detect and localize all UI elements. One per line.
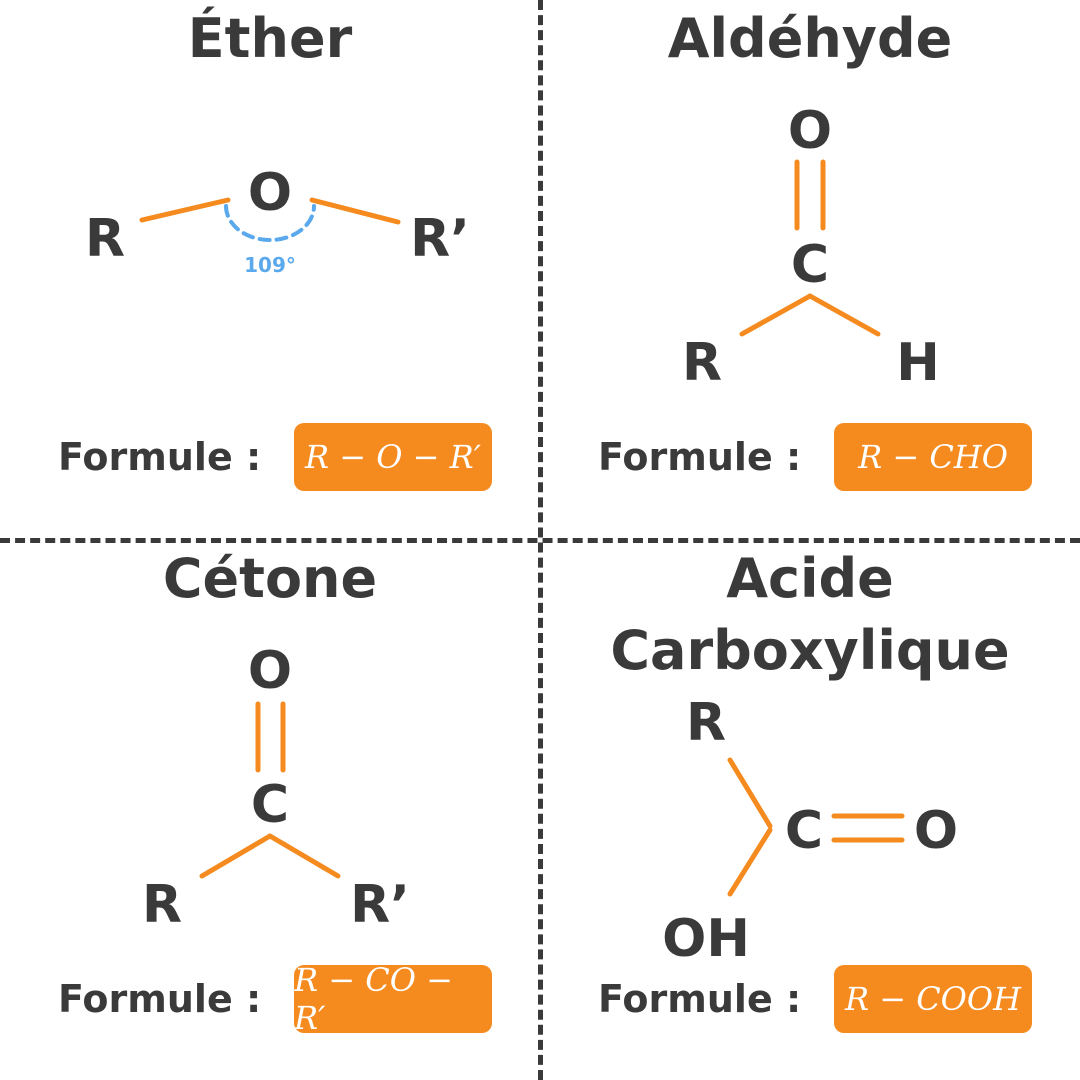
acide-atom-c: C <box>785 801 823 861</box>
ether-bond-left <box>139 197 231 223</box>
acide-atom-r: R <box>686 693 726 753</box>
acide-bond-r <box>727 757 773 829</box>
cetone-formula-label: Formule : <box>58 977 262 1021</box>
ether-formula-label: Formule : <box>58 435 262 479</box>
cetone-formula-badge: R − CO − R′ <box>294 961 492 1037</box>
cetone-bond-r <box>199 833 273 879</box>
ether-atom-r2: R’ <box>410 209 470 269</box>
aldehyde-atom-r: R <box>682 333 722 393</box>
aldehyde-atom-o: O <box>788 101 832 161</box>
ether-formula-badge: R − O − R′ <box>294 423 492 491</box>
aldehyde-bond-r <box>739 293 813 337</box>
aldehyde-formula-label: Formule : <box>598 435 802 479</box>
cetone-atom-o: O <box>248 641 292 701</box>
cetone-structure: O C R R’ <box>142 641 410 935</box>
ether-atom-o: O <box>248 163 292 223</box>
cetone-atom-r: R <box>142 875 182 935</box>
horizontal-divider <box>0 538 1080 543</box>
cetone-bond-r2 <box>267 833 341 879</box>
acide-structure: R C O OH <box>662 693 958 969</box>
ether-atom-r: R <box>85 209 125 269</box>
acide-title-line2: Carboxylique <box>610 619 1010 682</box>
aldehyde-bond-h <box>807 293 881 337</box>
aldehyde-atom-c: C <box>791 235 829 295</box>
acide-atom-oh: OH <box>662 909 750 969</box>
acide-formula-label: Formule : <box>598 977 802 1021</box>
aldehyde-atom-h: H <box>896 333 940 393</box>
ether-bond-right <box>309 197 401 225</box>
acide-formula-badge: R − COOH <box>834 965 1032 1033</box>
ether-angle-arc <box>224 204 316 242</box>
cetone-atom-c: C <box>251 775 289 835</box>
cetone-title: Cétone <box>162 547 378 610</box>
ether-title: Éther <box>187 7 353 70</box>
ether-angle-label: 109° <box>244 253 296 277</box>
aldehyde-title: Aldéhyde <box>667 7 953 70</box>
cetone-atom-r2: R’ <box>350 875 410 935</box>
acide-bond-oh <box>727 827 773 897</box>
acide-title-line1: Acide <box>726 547 894 610</box>
acide-atom-o: O <box>914 801 958 861</box>
ether-structure: R O R’ 109° <box>85 163 470 277</box>
aldehyde-formula-badge: R − CHO <box>834 423 1032 491</box>
aldehyde-structure: O C R H <box>682 101 940 393</box>
